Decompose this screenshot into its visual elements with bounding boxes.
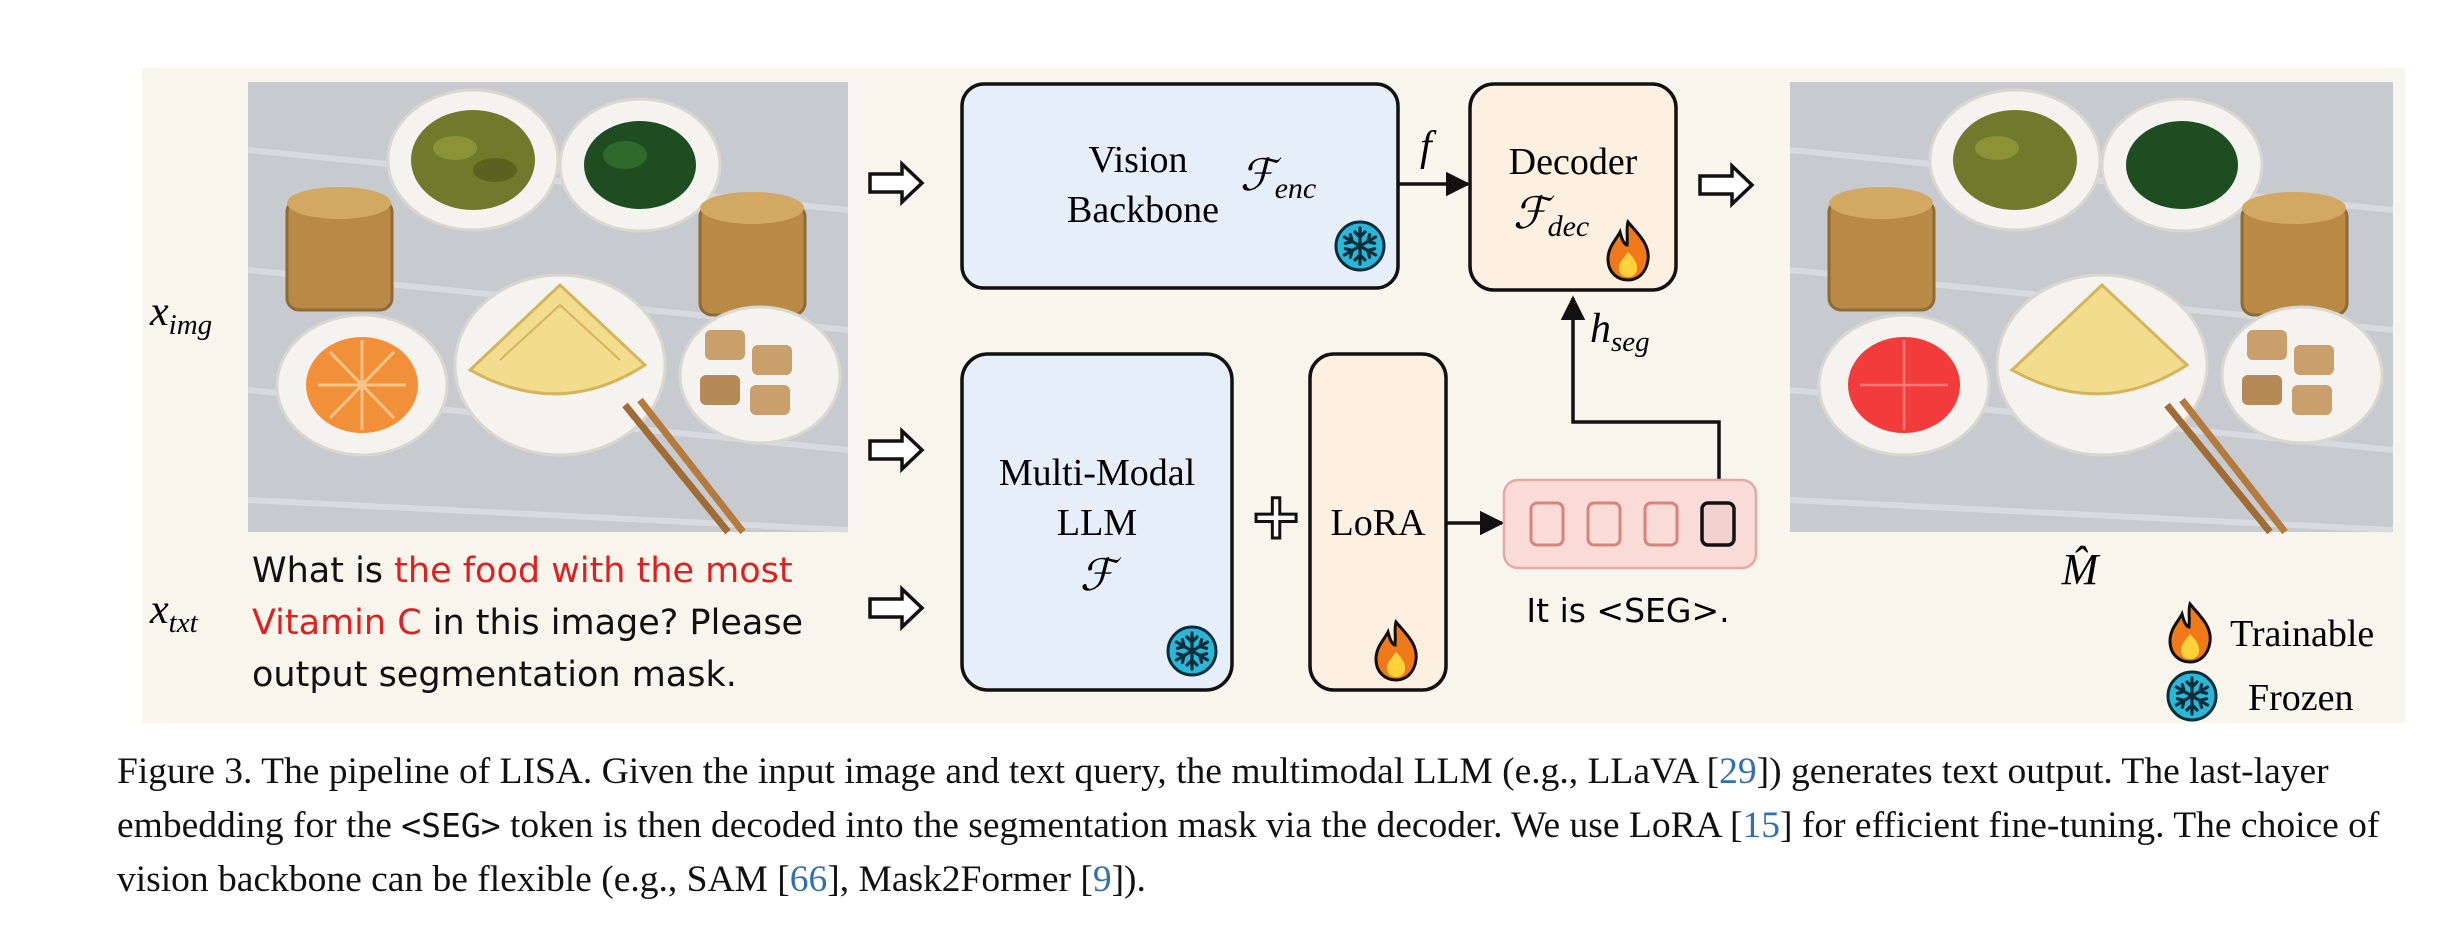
- plus-icon: +: [1249, 480, 1303, 554]
- mllm-box: Multi-Modal LLM ℱ: [960, 352, 1234, 692]
- output-text: It is <SEG>.: [1526, 591, 1729, 630]
- decoder-box: Decoder ℱdec: [1468, 82, 1678, 292]
- x-txt-label: xtxt: [149, 587, 199, 639]
- caption-text: ]).: [1111, 859, 1146, 900]
- caption-text: ], Mask2Former [: [827, 859, 1093, 900]
- query-highlight: the food with the most Vitamin C: [252, 551, 793, 643]
- vision-backbone-line2: Backbone: [1067, 189, 1219, 231]
- seg-token: <SEG>: [401, 806, 501, 845]
- snowflake-icon: [2166, 670, 2218, 722]
- figure-caption: Figure 3. The pipeline of LISA. Given th…: [117, 745, 2417, 907]
- citation-link[interactable]: 15: [1742, 805, 1780, 846]
- text-query: What is the food with the most Vitamin C…: [252, 545, 852, 701]
- lora-label: LoRA: [1331, 502, 1427, 544]
- x-img-label: ximg: [149, 289, 212, 341]
- f-enc-symbol: ℱenc: [1240, 151, 1316, 205]
- output-token-sequence: [1502, 478, 1758, 570]
- vision-backbone-line1: Vision: [1088, 139, 1187, 181]
- snowflake-icon: [1334, 220, 1386, 272]
- legend: Trainable Frozen: [2166, 602, 2374, 722]
- h-seg-label: hseg: [1590, 306, 1650, 358]
- vision-backbone-box: Vision Backbone ℱenc: [960, 82, 1400, 290]
- query-part3: in this image? Please output segmentatio…: [252, 603, 804, 695]
- decoder-label: Decoder: [1509, 141, 1638, 183]
- caption-text: ] for efficient fine-tuning. The choice …: [117, 805, 2380, 900]
- legend-trainable: Trainable: [2230, 613, 2374, 655]
- citation-link[interactable]: 9: [1092, 859, 1112, 900]
- citation-link[interactable]: 29: [1719, 751, 1757, 792]
- citation-link[interactable]: 66: [789, 859, 828, 900]
- caption-lead: Figure 3. The pipeline of LISA. Given th…: [117, 751, 1720, 792]
- output-mask-image: [1789, 82, 2394, 535]
- caption-text: ]) generates text output. The last-layer…: [117, 751, 2329, 846]
- mllm-line1: Multi-Modal: [999, 452, 1195, 494]
- pipeline-diagram: ximg xtxt Vision Backbone ℱenc f Decoder…: [142, 68, 2405, 723]
- query-part1: What is: [252, 551, 395, 591]
- input-image: [247, 82, 849, 535]
- lora-box: LoRA: [1308, 352, 1448, 692]
- snowflake-icon: [1166, 625, 1218, 677]
- caption-text: token is then decoded into the segmentat…: [500, 805, 1743, 846]
- mask-label: M̂: [2061, 545, 2101, 594]
- mllm-line2: LLM: [1057, 502, 1137, 544]
- legend-frozen: Frozen: [2248, 677, 2354, 719]
